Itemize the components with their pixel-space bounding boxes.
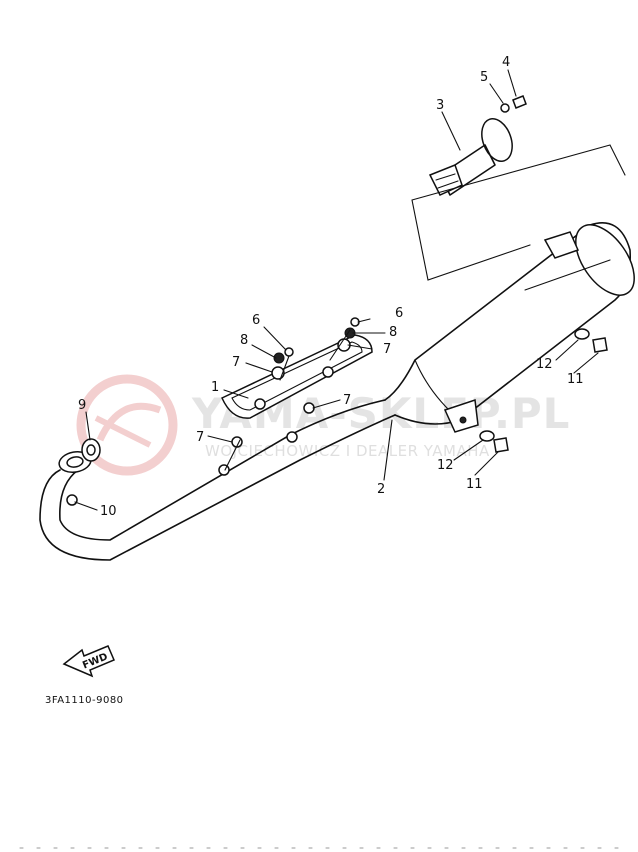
- callout-8-right: 8: [389, 325, 397, 340]
- fwd-arrow: FWD: [62, 645, 115, 678]
- callout-10: 10: [100, 504, 117, 519]
- heat-protector: [221, 334, 373, 419]
- callout-12-right: 12: [536, 357, 553, 372]
- callout-6-left: 6: [252, 313, 260, 328]
- callout-2: 2: [377, 482, 385, 497]
- callout-7-a: 7: [232, 355, 240, 370]
- muffler: [384, 222, 635, 433]
- callout-8-left: 8: [240, 333, 248, 348]
- callout-6-right: 6: [395, 306, 403, 321]
- callout-3: 3: [436, 98, 444, 113]
- exhaust-pipe: [39, 399, 396, 561]
- callout-12-left: 12: [437, 458, 454, 473]
- watermark: YAMA-SKLEP.PL WOJCIECHOWICZ I DEALER YAM…: [76, 374, 569, 476]
- callout-9: 9: [78, 398, 86, 413]
- callout-labels: 4 5 3 6 6 8 8 7 7 7 7 1 9 10 2 12 11 12 …: [78, 55, 584, 519]
- callout-7-b: 7: [383, 342, 391, 357]
- callout-7-d: 7: [196, 430, 204, 445]
- assembly-guide-lines: [224, 144, 626, 471]
- watermark-logo: [76, 374, 178, 476]
- fasteners: [66, 95, 608, 506]
- diagram-part-number: 3FA1110-9080: [45, 695, 124, 706]
- callout-11-right: 11: [567, 372, 584, 387]
- spark-arrester: [428, 118, 513, 196]
- callout-7-c: 7: [343, 393, 351, 408]
- callout-4: 4: [502, 55, 510, 70]
- leader-lines: [74, 69, 599, 511]
- callout-5: 5: [480, 70, 488, 85]
- callout-11-left: 11: [466, 477, 483, 492]
- watermark-subtitle: WOJCIECHOWICZ I DEALER YAMAHA: [205, 442, 490, 460]
- callout-1: 1: [211, 380, 219, 395]
